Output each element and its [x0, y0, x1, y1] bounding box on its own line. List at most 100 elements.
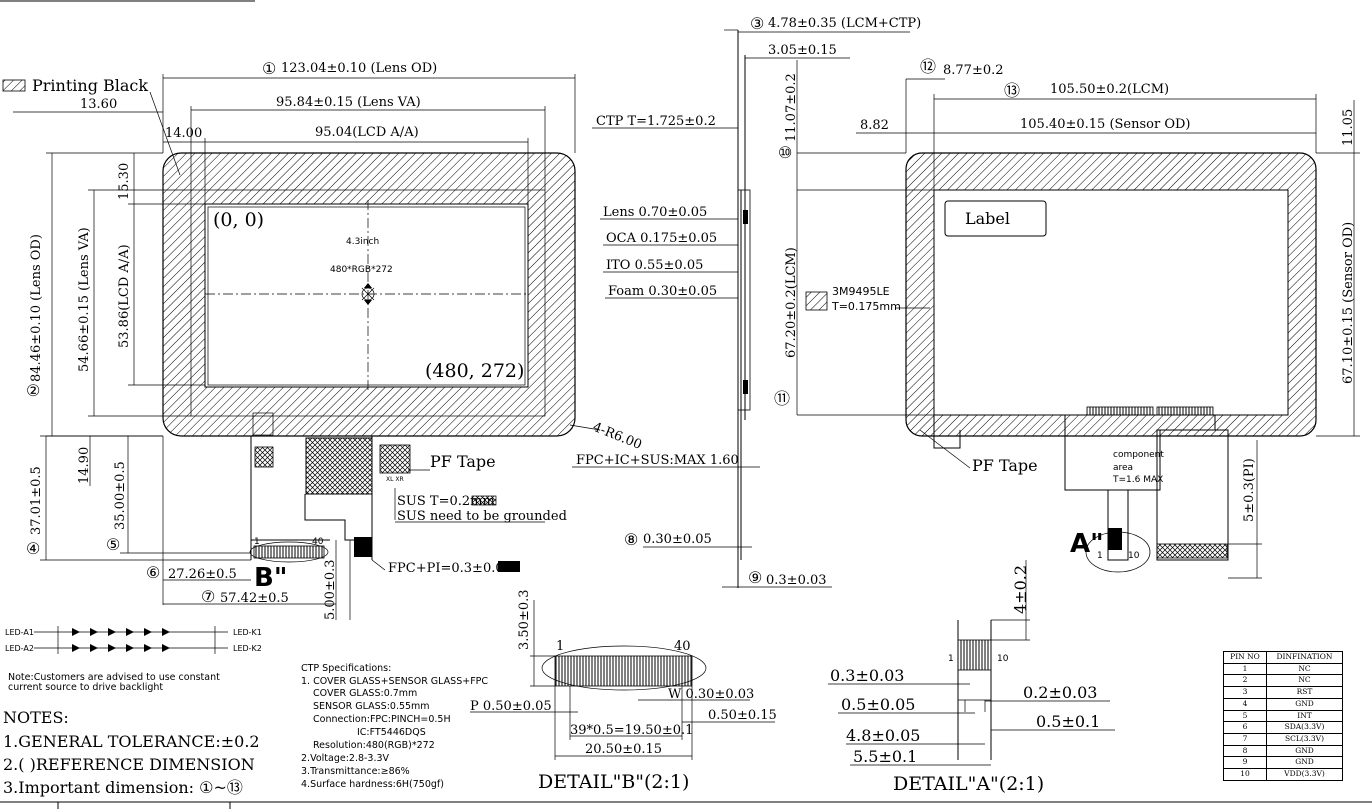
centre-target-icon	[361, 283, 375, 305]
detail-a-d3: 0.2±0.03	[1023, 683, 1097, 702]
ctp-title: CTP Specifications:	[301, 663, 391, 674]
printing-black-swatch	[2, 79, 26, 92]
pin-definition: SCL(3.3V)	[1284, 733, 1325, 743]
pin-number: 4	[1224, 698, 1267, 710]
pin-number: 1	[1224, 663, 1267, 675]
detail-b-p: P 0.50±0.05	[470, 699, 552, 714]
pin-number: 10	[1224, 769, 1267, 780]
led-a2: LED-A2	[5, 644, 34, 653]
printing-black-label: Printing Black	[32, 76, 148, 95]
detail-b-w2: 0.50±0.15	[708, 708, 777, 723]
detail-b-w: W 0.30±0.03	[668, 687, 754, 702]
detail-b: 1 40 3.50±0.3 P 0.50±0.05 W 0.30±0.03 39…	[470, 589, 777, 793]
led-k2: LED-K2	[233, 644, 262, 653]
detail-b-span: 39*0.5=19.50±0.1	[570, 723, 693, 738]
pin-definition: RST	[1296, 687, 1313, 697]
tape-swatch	[805, 291, 828, 311]
circle-2: ②	[26, 381, 40, 400]
side-fpc-max: FPC+IC+SUS:MAX 1.60	[576, 453, 739, 468]
side-3-05: 3.05±0.15	[768, 43, 837, 58]
dim-14-90: 14.90	[77, 447, 92, 484]
circle-6: ⑥	[146, 563, 160, 582]
circle-7: ⑦	[201, 587, 215, 606]
side-total-thickness: 4.78±0.35 (LCM+CTP)	[768, 16, 921, 31]
component-3: T=1.6 MAX	[1112, 475, 1163, 485]
ctp-l8: 3.Transmittance:≥86%	[301, 766, 410, 777]
ctp-l4: Connection:FPC:PINCH=0.5H	[313, 714, 451, 725]
radius-label: 4-R6.00	[591, 420, 644, 453]
lcd-aa-height: 53.86(LCD A/A)	[117, 244, 132, 348]
front-view: (0, 0) (480, 272) 4.3inch 480*RGB*272 Pr…	[0, 0, 644, 620]
detail-a-d2: 0.5±0.05	[841, 695, 915, 714]
side-ctp-t: CTP T=1.725±0.2	[596, 114, 716, 129]
detail-a-d1: 0.3±0.03	[830, 666, 904, 685]
detail-b-total: 20.50±0.15	[585, 742, 662, 757]
led-k1: LED-K1	[233, 628, 262, 637]
circle-1: ①	[262, 59, 276, 78]
detail-a-title: DETAIL"A"(2:1)	[893, 773, 1044, 795]
ctp-l1: 1. COVER GLASS+SENSOR GLASS+FPC	[301, 676, 488, 687]
pin-number: 8	[1224, 745, 1267, 757]
pin-number: 2	[1224, 675, 1267, 687]
ctp-l5: IC:FT5446DQS	[357, 727, 426, 738]
side-foam: Foam 0.30±0.05	[608, 284, 717, 299]
component-2: area	[1113, 463, 1133, 473]
pin-definition: NC	[1298, 663, 1311, 673]
pin-table-row: 1 NC	[1224, 663, 1342, 676]
detail-a-d5: 4.8±0.05	[846, 726, 920, 745]
ctp-spec: CTP Specifications: 1. COVER GLASS+SENSO…	[301, 663, 488, 790]
fpc-pin-40: 40	[312, 537, 324, 547]
svg-text:XL XR: XL XR	[386, 476, 404, 483]
back-11-05: 11.05	[1341, 109, 1356, 146]
lens-od-width: 123.04±0.10 (Lens OD)	[281, 61, 437, 76]
back-sensor-height: 67.10±0.15 (Sensor OD)	[1341, 222, 1356, 384]
pin-number: 5	[1224, 710, 1267, 722]
fpc-pi-label: FPC+PI=0.3±0.05	[388, 561, 512, 576]
offset-15-30: 15.30	[117, 163, 132, 200]
ctp-l9: 4.Surface hardness:6H(750gf)	[301, 779, 444, 790]
detail-b-pin-1: 1	[556, 639, 564, 654]
back-pf-tape: PF Tape	[972, 456, 1038, 475]
tape-t: T=0.175mm	[831, 300, 901, 313]
pin-table-row: 8 GND	[1224, 745, 1342, 758]
circle-3: ③	[750, 14, 764, 33]
a-pin-10: 10	[1128, 551, 1140, 561]
side-lens: Lens 0.70±0.05	[603, 205, 707, 220]
dim-37-01: 37.01±0.5	[29, 466, 44, 535]
circle-9: ⑨	[748, 568, 762, 587]
side-0-30: 0.30±0.05	[643, 532, 712, 547]
pin-definition: NC	[1298, 675, 1311, 685]
pin-definition: GND	[1295, 698, 1314, 708]
pin-table-row: 10 VDD(3.3V)	[1224, 769, 1342, 780]
pin-number: 6	[1224, 722, 1267, 733]
led-note-2: current source to drive backlight	[8, 682, 163, 693]
back-view: Label A" 1 10 component area T=1.6 MAX P…	[774, 57, 1360, 579]
side-oca: OCA 0.175±0.05	[606, 231, 717, 246]
pin-definition: GND	[1295, 757, 1314, 767]
pin-table-header-def: DINFINATION	[1276, 652, 1333, 661]
pin-definition: GND	[1295, 745, 1314, 755]
sus-label: SUS T=0.2mm	[397, 494, 495, 509]
back-5-03: 5±0.3(PI)	[1242, 458, 1257, 522]
note-2: 2.( )REFERENCE DIMENSION	[3, 755, 255, 774]
circle-10: ⑩	[778, 143, 792, 162]
endpoint-label: (480, 272)	[425, 360, 524, 382]
offset-14-00: 14.00	[165, 126, 202, 141]
pin-number: 7	[1224, 733, 1267, 745]
circle-5: ⑤	[106, 535, 120, 554]
detail-b-pin-40: 40	[674, 639, 691, 654]
ctp-l2: COVER GLASS:0.7mm	[313, 688, 417, 699]
ctp-l3: SENSOR GLASS:0.55mm	[313, 701, 430, 712]
tape-3m: 3M9495LE	[832, 285, 890, 298]
resolution-label: 480*RGB*272	[330, 265, 393, 275]
pin-table-row: 2 NC	[1224, 675, 1342, 688]
pin-definition: VDD(3.3V)	[1284, 769, 1325, 779]
back-lcm-height: 67.20±0.2(LCM)	[784, 247, 799, 358]
pin-definition: INT	[1297, 710, 1312, 720]
pin-table-row: 7 SCL(3.3V)	[1224, 733, 1342, 746]
sus-plate	[305, 437, 373, 495]
lens-va-height: 54.66±0.15 (Lens VA)	[77, 227, 92, 372]
led-circuit: LED-A1 LED-A2 LED-K1 LED-K2 Note:Custome…	[5, 626, 262, 693]
